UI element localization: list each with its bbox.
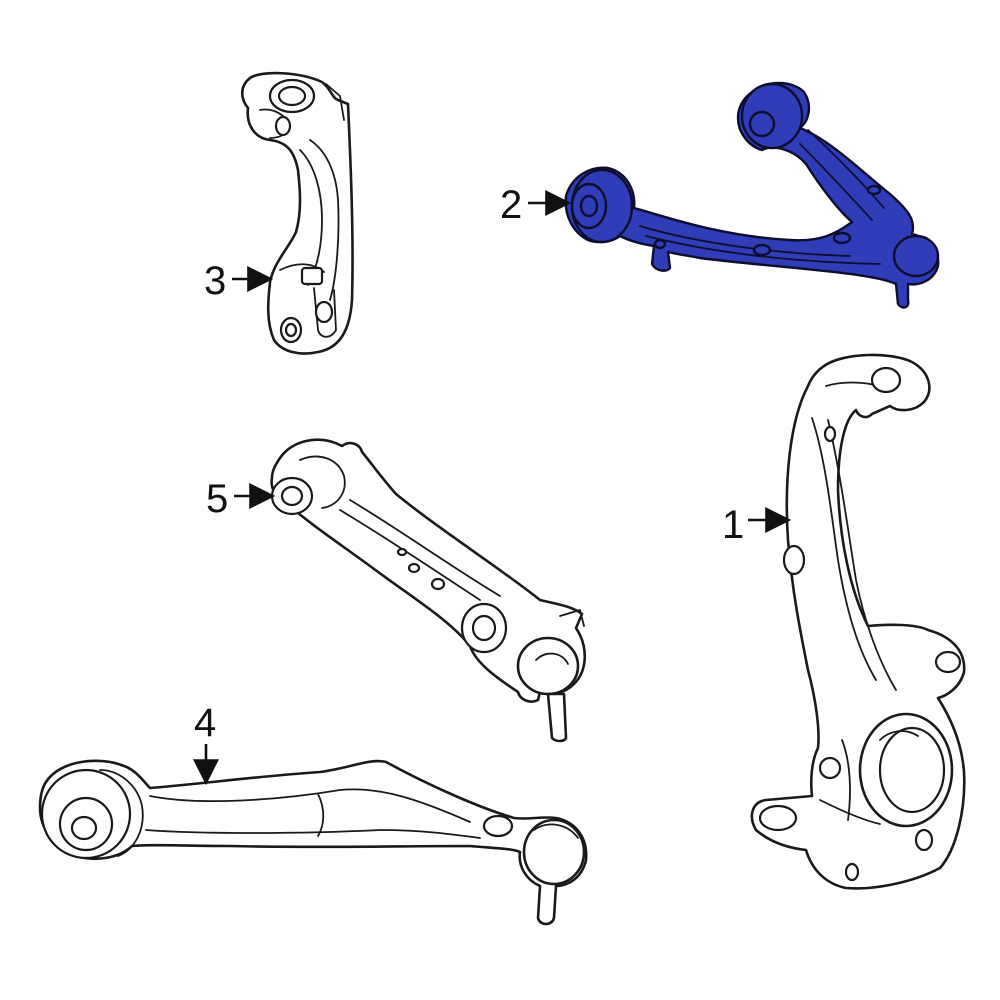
callout-label-1: 1 xyxy=(722,503,744,547)
part-1-knuckle[interactable] xyxy=(750,353,966,890)
callout-1: 1 xyxy=(722,503,792,547)
part-5-tension-strut[interactable] xyxy=(270,438,587,743)
callout-5: 5 xyxy=(206,477,276,521)
part-3-bracket[interactable] xyxy=(240,71,354,355)
callout-4: 4 xyxy=(193,701,219,786)
callout-label-3: 3 xyxy=(204,259,226,303)
callout-label-2: 2 xyxy=(500,183,522,227)
part-4-lower-control-arm[interactable] xyxy=(38,759,588,926)
callout-label-5: 5 xyxy=(206,477,228,521)
callout-label-4: 4 xyxy=(194,701,216,745)
part-2-upper-control-arm[interactable] xyxy=(564,81,940,309)
callout-3: 3 xyxy=(204,259,274,303)
callout-2: 2 xyxy=(500,183,572,227)
